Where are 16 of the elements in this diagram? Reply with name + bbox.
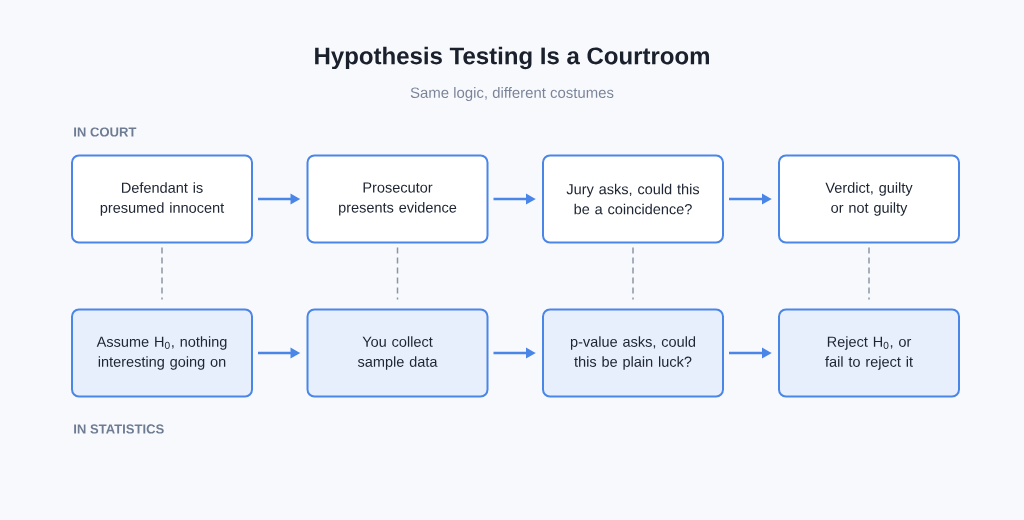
process-box: Assume H$_{0}$, nothing interesting going on xyxy=(71,308,253,398)
dashed-connector xyxy=(161,246,163,301)
dashed-connector xyxy=(868,246,870,301)
title: Hypothesis Testing Is a Courtroom xyxy=(315,46,709,70)
process-box: Defendant is presumed innocent xyxy=(71,154,253,244)
process-box: Prosecutor presents evidence xyxy=(306,154,489,244)
process-box: Verdict, guilty or not guilty xyxy=(778,154,960,244)
section-label: IN COURT xyxy=(74,127,137,137)
process-box: Jury asks, could this be a coincidence? xyxy=(542,154,724,244)
process-box: You collect sample data xyxy=(306,308,489,398)
section-label: IN STATISTICS xyxy=(74,424,164,434)
dashed-connector xyxy=(632,246,634,301)
process-box: p-value asks, could this be plain luck? xyxy=(542,308,724,398)
subtitle: Same logic, different costumes xyxy=(410,87,614,101)
process-box: Reject H$_{0}$, or fail to reject it xyxy=(778,308,960,398)
dashed-connector xyxy=(396,246,399,301)
